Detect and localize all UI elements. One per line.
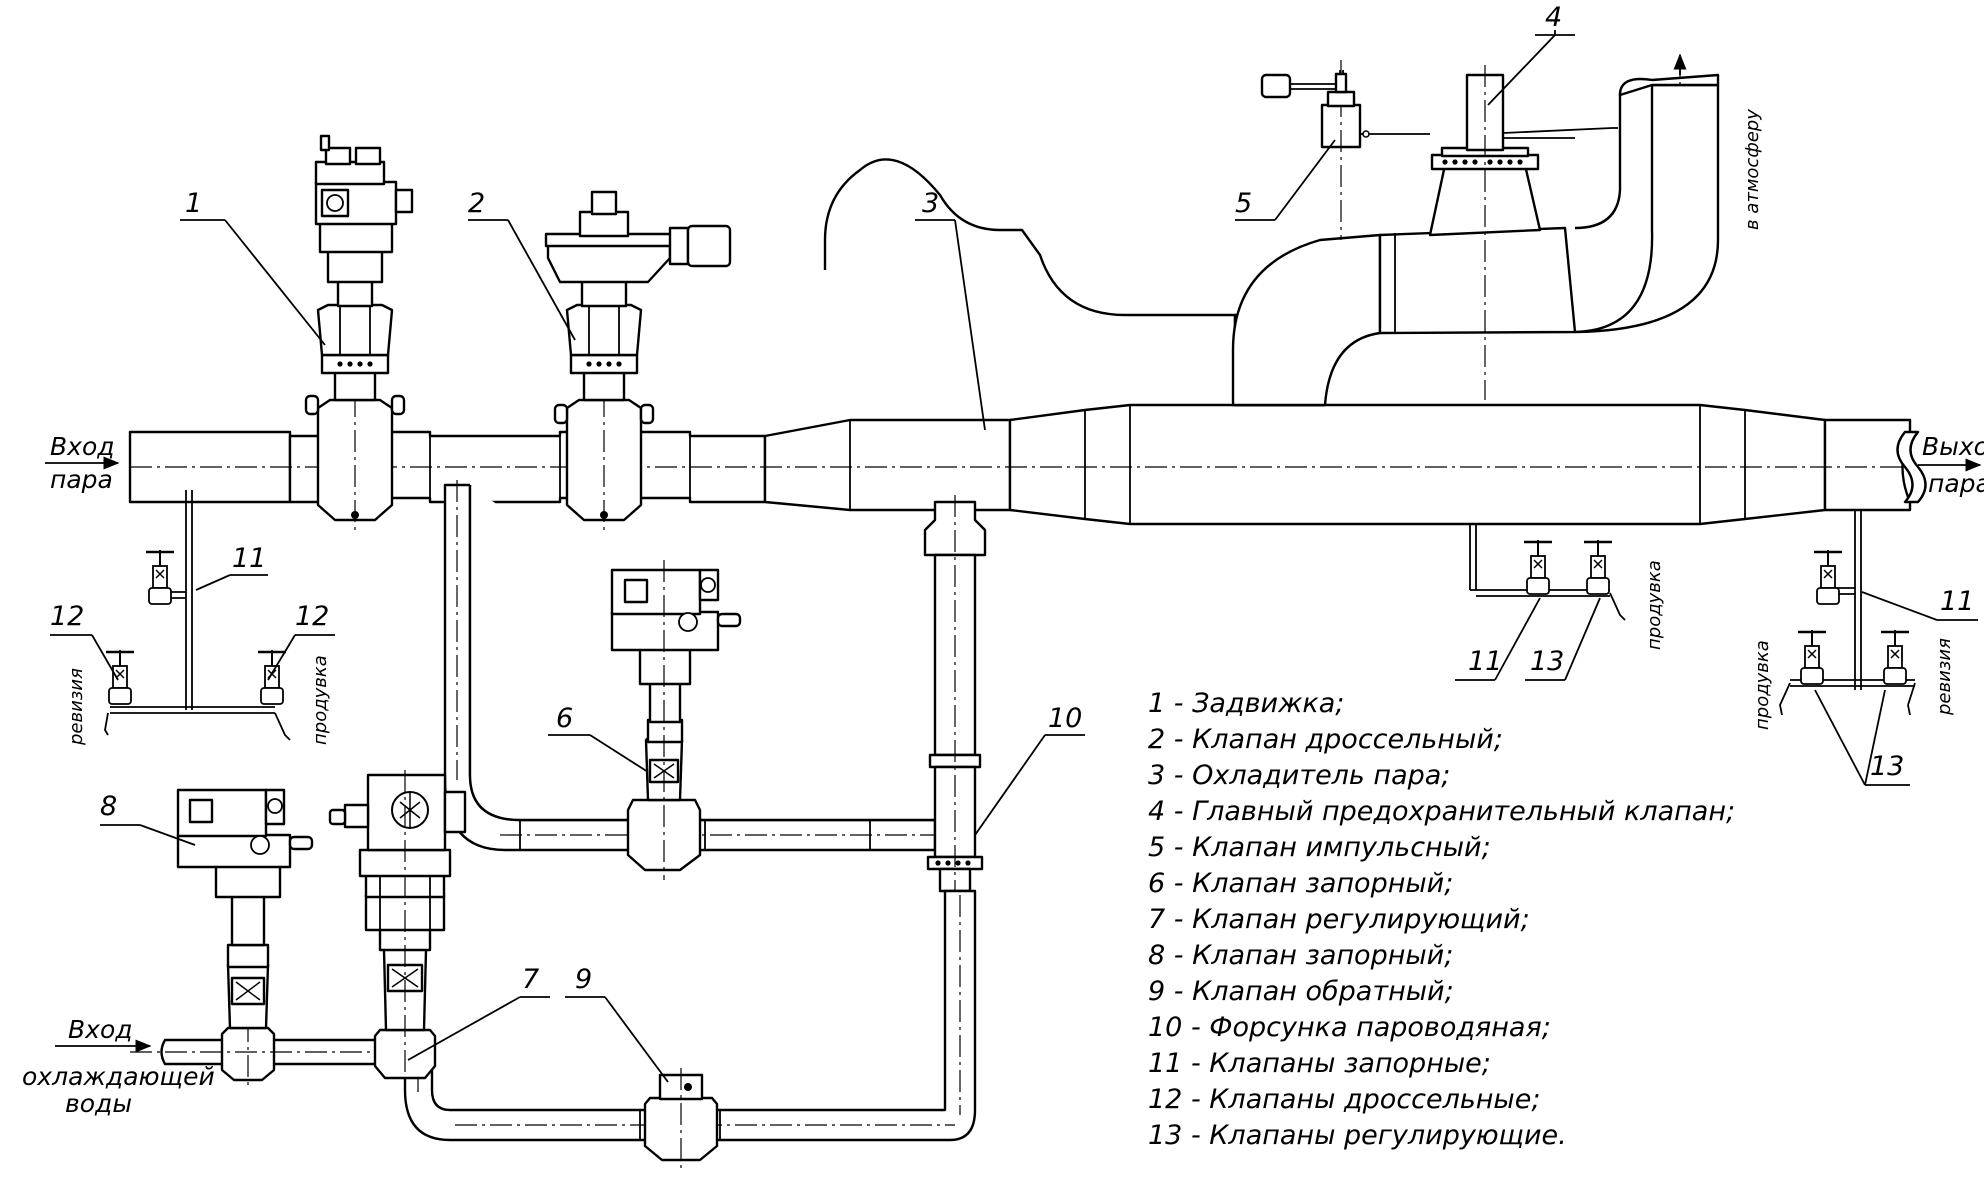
- legend-item-6: 6 - Клапан запорный;: [1148, 868, 1453, 899]
- callout-7: 7: [522, 964, 539, 995]
- steam-water-nozzle-10: [923, 495, 987, 900]
- legend: 1 - Задвижка; 2 - Клапан дроссельный; 3 …: [1148, 688, 1735, 1151]
- water-inlet-label-1: Вход: [68, 1015, 133, 1044]
- safety-valve-group: [823, 53, 1720, 407]
- middle-drain-group: [1469, 524, 1626, 621]
- callout-3: 3: [922, 188, 939, 219]
- purge-mid-label: продувка: [1644, 560, 1665, 650]
- callout-13a: 13: [1530, 646, 1564, 677]
- legend-item-1: 1 - Задвижка;: [1148, 688, 1344, 719]
- left-drain-group: [104, 490, 291, 741]
- legend-item-10: 10 - Форсунка пароводяная;: [1148, 1012, 1551, 1043]
- steam-outlet-label-2: пара: [1928, 469, 1984, 498]
- gate-valve-1: [304, 134, 414, 530]
- callout-6: 6: [556, 703, 573, 734]
- callout-8: 8: [100, 791, 117, 822]
- legend-item-8: 8 - Клапан запорный;: [1148, 940, 1453, 971]
- callout-1: 1: [185, 188, 202, 219]
- callout-5: 5: [1235, 188, 1252, 219]
- purge-right-label: продувка: [1752, 640, 1773, 730]
- steam-inlet-label-2: пара: [50, 465, 113, 494]
- atmosphere-label: в атмосферу: [1742, 109, 1763, 230]
- flow-labels: Вход пара Выход пара Вход охлаждающей во…: [22, 109, 1984, 1118]
- legend-item-11: 11 - Клапаны запорные;: [1148, 1048, 1491, 1079]
- legend-item-7: 7 - Клапан регулирующий;: [1148, 904, 1530, 935]
- main-steam-line: [128, 403, 1927, 526]
- water-inlet-label-3: воды: [65, 1089, 132, 1118]
- flow-arrows: [45, 456, 1982, 1053]
- callout-12a: 12: [50, 601, 84, 632]
- legend-item-9: 9 - Клапан обратный;: [1148, 976, 1454, 1007]
- throttle-valve-2: [544, 190, 732, 530]
- legend-item-12: 12 - Клапаны дроссельные;: [1148, 1084, 1540, 1115]
- legend-item-3: 3 - Охладитель пара;: [1148, 760, 1450, 791]
- legend-item-4: 4 - Главный предохранительный клапан;: [1148, 796, 1735, 827]
- water-line: [130, 770, 977, 1170]
- legend-item-2: 2 - Клапан дроссельный;: [1148, 724, 1503, 755]
- callout-11b: 11: [1468, 646, 1502, 677]
- revision-right-label: ревизия: [1934, 638, 1955, 716]
- callout-13b: 13: [1870, 751, 1904, 782]
- right-drain-group: [1779, 510, 1916, 716]
- steam-inlet-label-1: Вход: [50, 432, 115, 461]
- cooler-branch: [443, 480, 937, 880]
- leader-lines: [50, 30, 1978, 1083]
- callout-11a: 11: [232, 543, 266, 574]
- callout-4: 4: [1545, 2, 1562, 33]
- water-inlet-label-2: охлаждающей: [22, 1062, 215, 1091]
- callout-2: 2: [468, 188, 485, 219]
- revision-left-label: ревизия: [66, 668, 87, 746]
- callout-11c: 11: [1940, 586, 1974, 617]
- callout-10: 10: [1048, 703, 1082, 734]
- legend-item-13: 13 - Клапаны регулирующие.: [1148, 1120, 1567, 1151]
- callout-12b: 12: [295, 601, 329, 632]
- purge-left-label: продувка: [310, 655, 331, 745]
- legend-item-5: 5 - Клапан импульсный;: [1148, 832, 1491, 863]
- callout-numbers: 1 2 3 4 5 6 7 8 9 10 11 11 11 12 12 13 1…: [50, 2, 1974, 995]
- steam-outlet-label-1: Выход: [1922, 432, 1984, 461]
- callout-9: 9: [575, 964, 592, 995]
